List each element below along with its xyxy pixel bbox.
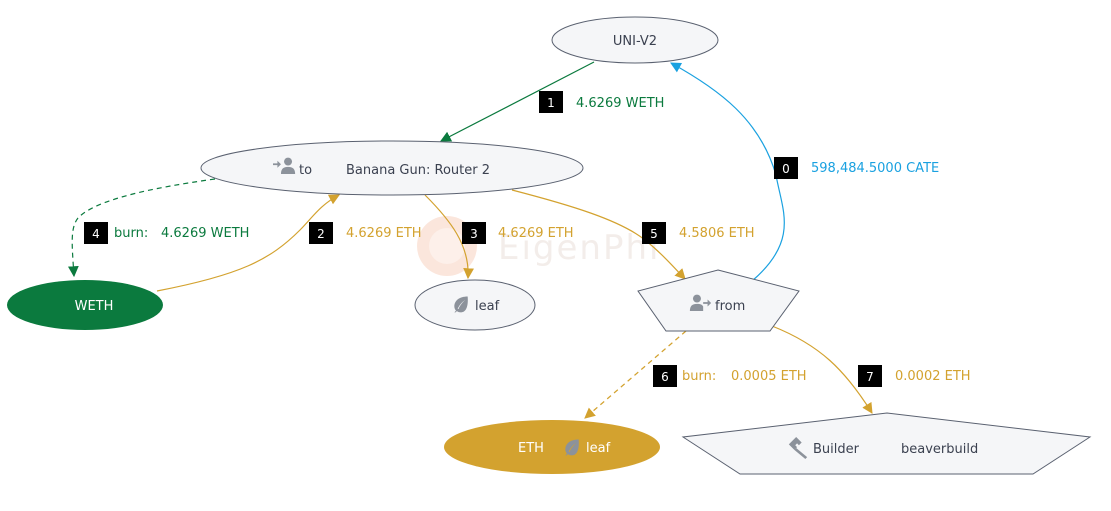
edge-7-line: [771, 325, 873, 414]
edge-4-label: 4 burn: 4.6269 WETH: [84, 222, 249, 244]
edge-6-label: 6 burn: 0.0005 ETH: [653, 365, 807, 387]
edge-7-amount: 0.0002 ETH: [895, 369, 971, 384]
node-builder[interactable]: Builder beaverbuild: [681, 412, 1092, 475]
node-router-name: Banana Gun: Router 2: [346, 163, 490, 178]
edge-4-step: 4: [92, 227, 100, 241]
edge-4-prefix: burn:: [114, 226, 148, 241]
edge-4-line: [67, 178, 216, 278]
edge-2-line: [156, 194, 340, 292]
edge-2-amount: 4.6269 ETH: [346, 226, 422, 241]
edge-6-step: 6: [661, 370, 669, 384]
node-leaf-label: leaf: [475, 299, 500, 314]
node-eth-leaf[interactable]: ETH leaf: [444, 420, 660, 474]
edge-3-label: 3 4.6269 ETH: [462, 222, 574, 244]
edge-6-prefix: burn:: [682, 369, 716, 384]
node-eth-label: ETH: [518, 441, 544, 456]
watermark: EigenPhi: [417, 216, 660, 276]
edge-5-step: 5: [650, 227, 658, 241]
edge-2-label: 2 4.6269 ETH: [309, 222, 422, 244]
edge-6-line: [584, 330, 687, 419]
node-from-label: from: [715, 299, 745, 314]
edge-3-amount: 4.6269 ETH: [498, 226, 574, 241]
edge-4-amount: 4.6269 WETH: [161, 226, 249, 241]
node-uni-v2[interactable]: UNI-V2: [551, 16, 719, 64]
node-builder-role: Builder: [813, 442, 860, 457]
edge-1-label: 1 4.6269 WETH: [539, 91, 664, 113]
node-uni-v2-label: UNI-V2: [613, 34, 657, 49]
node-leaf[interactable]: leaf: [414, 279, 536, 331]
edge-0-step: 0: [782, 162, 790, 176]
edge-6-amount: 0.0005 ETH: [731, 369, 807, 384]
edge-2-step: 2: [317, 227, 325, 241]
edge-5-amount: 4.5806 ETH: [679, 226, 755, 241]
node-router-role: to: [299, 163, 312, 178]
node-router[interactable]: to Banana Gun: Router 2: [200, 140, 584, 196]
edge-0-label: 0 598,484.5000 CATE: [774, 157, 939, 179]
edge-7-step: 7: [866, 370, 874, 384]
node-weth[interactable]: WETH: [7, 280, 163, 330]
edge-0-line: [670, 62, 785, 282]
edge-3-step: 3: [470, 227, 478, 241]
node-from[interactable]: from: [637, 269, 800, 332]
edge-1-line: [440, 61, 595, 142]
edge-5-line: [511, 189, 686, 280]
edge-1-step: 1: [547, 96, 555, 110]
edge-7-label: 7 0.0002 ETH: [858, 365, 971, 387]
edge-0-amount: 598,484.5000 CATE: [811, 161, 939, 176]
node-weth-label: WETH: [75, 299, 114, 314]
edge-1-amount: 4.6269 WETH: [576, 96, 664, 111]
edge-5-label: 5 4.5806 ETH: [642, 222, 755, 244]
node-eth-sublabel: leaf: [586, 441, 611, 456]
edge-3-line: [424, 194, 474, 280]
watermark-text: EigenPhi: [498, 228, 660, 268]
node-builder-name: beaverbuild: [901, 442, 978, 457]
